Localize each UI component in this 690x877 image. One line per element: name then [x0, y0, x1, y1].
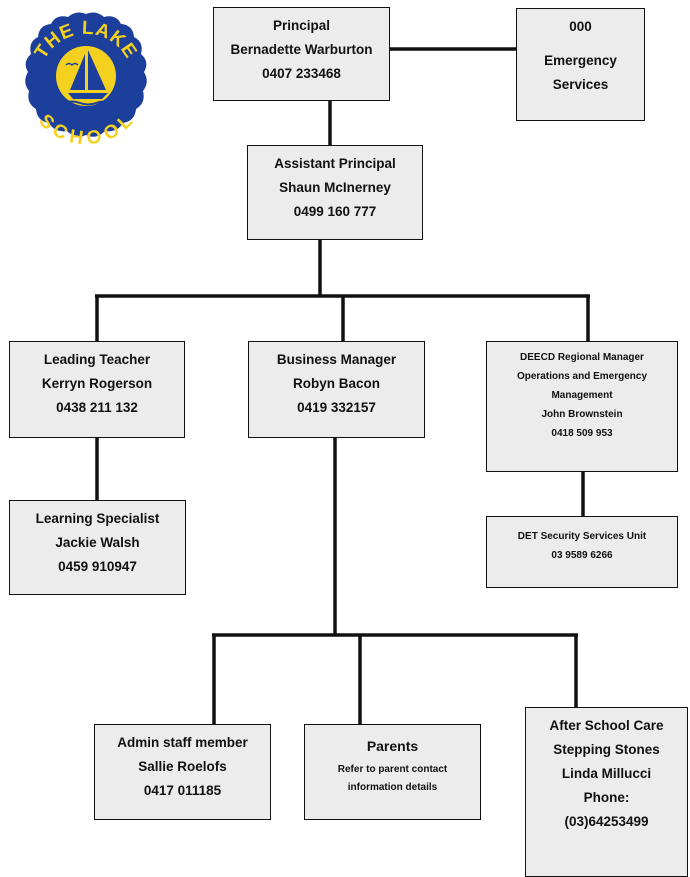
node-admin-staff-name: Sallie Roelofs [138, 759, 227, 774]
node-learning-specialist-name: Jackie Walsh [55, 535, 140, 550]
node-business-manager: Business Manager Robyn Bacon 0419 332157 [248, 341, 425, 438]
node-principal-phone: 0407 233468 [262, 66, 341, 81]
node-admin-staff-title: Admin staff member [117, 735, 248, 750]
node-after-school-care-title: After School Care [549, 718, 664, 733]
node-parents: Parents Refer to parent contact informat… [304, 724, 481, 820]
node-leading-teacher-phone: 0438 211 132 [56, 400, 138, 415]
node-leading-teacher: Leading Teacher Kerryn Rogerson 0438 211… [9, 341, 185, 438]
node-assistant-principal-title: Assistant Principal [274, 156, 396, 171]
node-parents-title: Parents [366, 738, 419, 754]
node-business-manager-name: Robyn Bacon [292, 376, 380, 391]
node-deecd-phone: 0418 509 953 [551, 428, 613, 439]
node-principal-name: Bernadette Warburton [230, 42, 373, 57]
logo-inner-disc [56, 46, 116, 106]
node-after-school-care-phone-label: Phone: [583, 790, 630, 805]
node-emergency-line2: Emergency [544, 53, 617, 68]
node-admin-staff-phone: 0417 011185 [143, 783, 222, 798]
node-learning-specialist: Learning Specialist Jackie Walsh 0459 91… [9, 500, 186, 595]
node-emergency-services: 000 Emergency Services [516, 8, 645, 121]
node-after-school-care-phone: (03)64253499 [564, 814, 649, 829]
sailboat-icon [63, 50, 111, 106]
node-principal-title: Principal [272, 18, 331, 33]
node-after-school-care-org: Stepping Stones [553, 742, 660, 757]
node-deecd-name: John Brownstein [541, 409, 623, 420]
node-after-school-care-name: Linda Millucci [561, 766, 652, 781]
node-business-manager-phone: 0419 332157 [297, 400, 376, 415]
node-admin-staff: Admin staff member Sallie Roelofs 0417 0… [94, 724, 271, 820]
node-business-manager-title: Business Manager [276, 352, 397, 367]
node-leading-teacher-name: Kerryn Rogerson [41, 376, 153, 391]
node-after-school-care: After School Care Stepping Stones Linda … [525, 707, 688, 877]
node-assistant-principal: Assistant Principal Shaun McInerney 0499… [247, 145, 423, 240]
node-principal: Principal Bernadette Warburton 0407 2334… [213, 7, 390, 101]
node-deecd-line1: DEECD Regional Manager [520, 352, 644, 363]
node-det-security-services: DET Security Services Unit 03 9589 6266 [486, 516, 678, 588]
node-det-security-title: DET Security Services Unit [517, 531, 647, 542]
node-assistant-principal-phone: 0499 160 777 [293, 204, 377, 219]
node-deecd-regional-manager: DEECD Regional Manager Operations and Em… [486, 341, 678, 472]
node-leading-teacher-title: Leading Teacher [43, 352, 151, 367]
node-learning-specialist-phone: 0459 910947 [58, 559, 137, 574]
node-parents-note-line1: Refer to parent contact [337, 764, 448, 775]
node-det-security-phone: 03 9589 6266 [551, 550, 613, 561]
node-deecd-line3: Management [551, 390, 613, 401]
school-logo: THE LAKE SCHOOL [25, 12, 147, 144]
node-deecd-line2: Operations and Emergency [516, 371, 648, 382]
node-emergency-line1: 000 [569, 19, 592, 34]
node-learning-specialist-title: Learning Specialist [35, 511, 160, 526]
node-parents-note-line2: information details [347, 782, 438, 793]
node-emergency-line3: Services [552, 77, 609, 92]
node-assistant-principal-name: Shaun McInerney [279, 180, 391, 195]
